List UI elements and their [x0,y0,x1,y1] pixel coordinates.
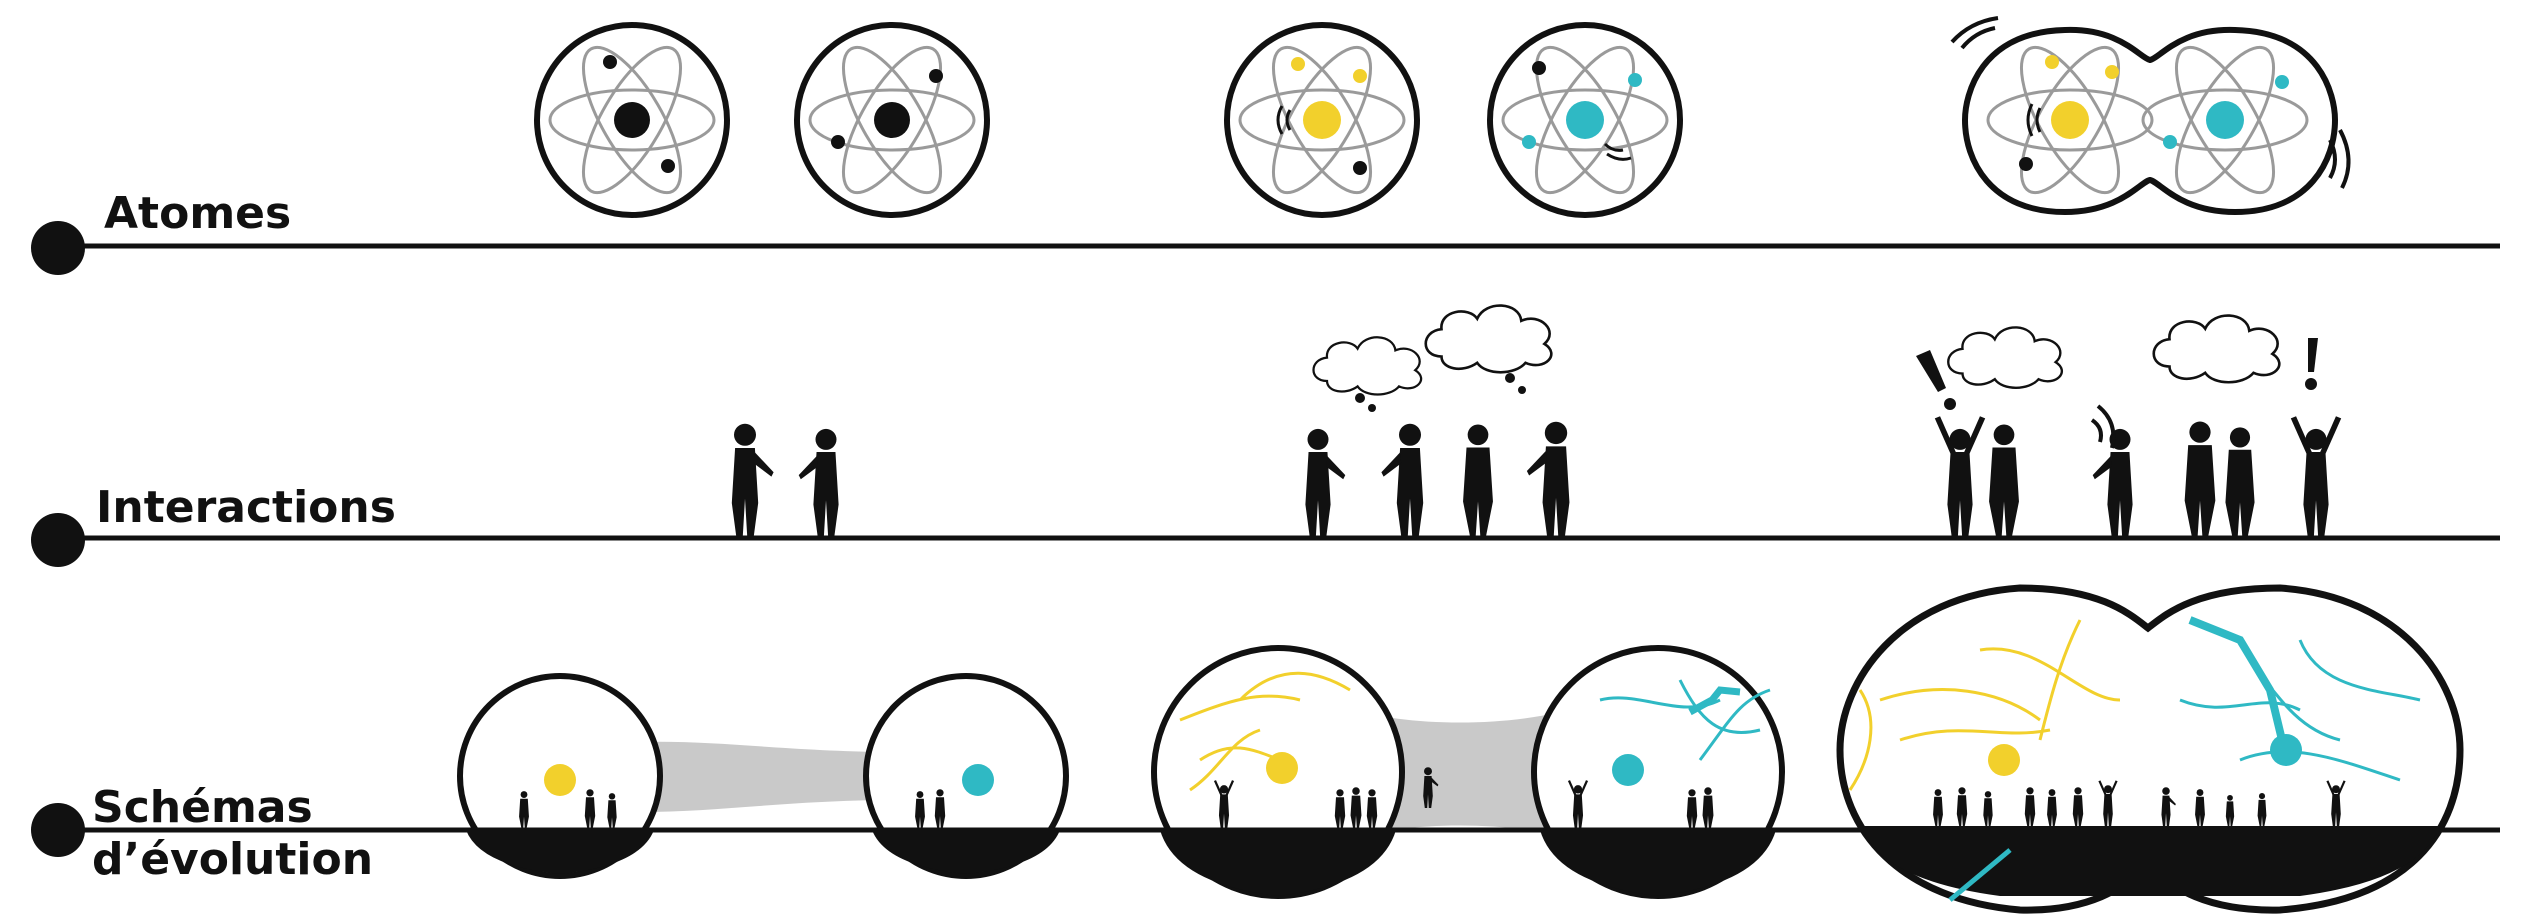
exclamation-icon [2305,338,2318,390]
evolution-schema [1840,588,2460,910]
thought-bubble-icon [1314,337,1422,412]
people-group [1935,416,2341,536]
row-schemas [31,588,2500,910]
sound-waves-icon [1952,18,1998,48]
atom-icon [797,25,987,215]
evolution-schema [460,676,1066,876]
row-label-interactions: Interactions [96,486,396,530]
row-label-schemas-line2: d’évolution [92,834,373,886]
atom-icon [1227,25,1417,215]
people-group [1305,422,1569,536]
row-label-schemas-line1: Schémas [92,782,373,834]
merged-atom-icon [1952,18,2349,212]
row-atoms [31,18,2500,275]
thought-bubble-icon [1948,327,2062,387]
thought-bubble-icon [2154,316,2280,383]
people-group [732,424,839,536]
row-label-schemas: Schémas d’évolution [92,782,373,886]
atom-icon [1490,25,1680,215]
row-label-atoms: Atomes [104,192,291,236]
evolution-schema [1154,648,1782,896]
thought-bubble-icon [1426,306,1552,394]
atom-icon [537,25,727,215]
row-interactions [31,306,2500,567]
